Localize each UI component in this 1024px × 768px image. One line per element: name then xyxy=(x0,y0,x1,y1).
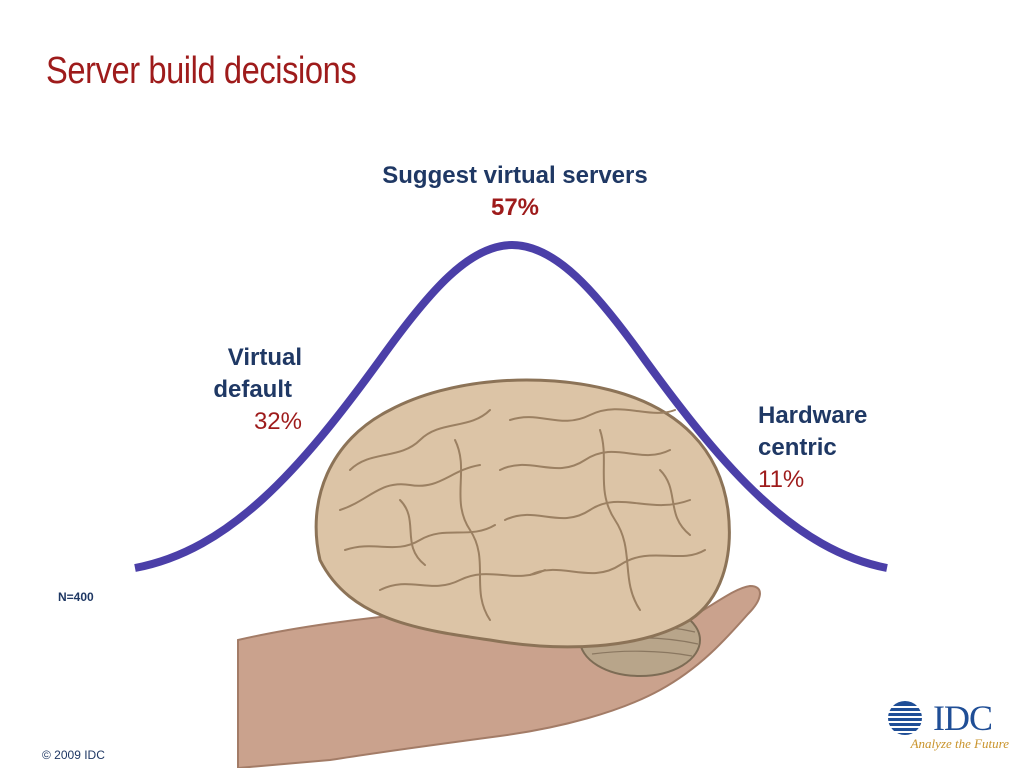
segment-label-line: Hardware xyxy=(758,402,868,429)
segment-label-line: centric xyxy=(758,434,837,461)
segment-suggest-virtual: Suggest virtual servers 57% xyxy=(340,160,690,224)
idc-logo: IDC Analyze the Future xyxy=(883,698,1013,754)
segment-percent: 57% xyxy=(490,194,540,221)
segment-label: Suggest virtual servers xyxy=(382,162,648,189)
globe-icon xyxy=(885,701,925,735)
segment-hardware-centric: Hardware centric 11% xyxy=(758,400,958,496)
copyright-text: © 2009 IDC xyxy=(42,748,105,762)
segment-percent: 11% xyxy=(758,466,805,493)
brain-illustration xyxy=(314,378,731,649)
logo-tagline: Analyze the Future xyxy=(910,736,1009,751)
segment-label-line: default xyxy=(213,376,292,403)
logo-wordmark: IDC xyxy=(933,698,993,738)
segment-virtual-default: Virtual default 32% xyxy=(170,342,302,438)
bell-curve xyxy=(134,240,888,572)
segment-label-line: Virtual xyxy=(227,344,302,371)
page-title: Server build decisions xyxy=(46,50,357,92)
sample-size-note: N=400 xyxy=(58,590,94,604)
segment-percent: 32% xyxy=(253,408,302,435)
